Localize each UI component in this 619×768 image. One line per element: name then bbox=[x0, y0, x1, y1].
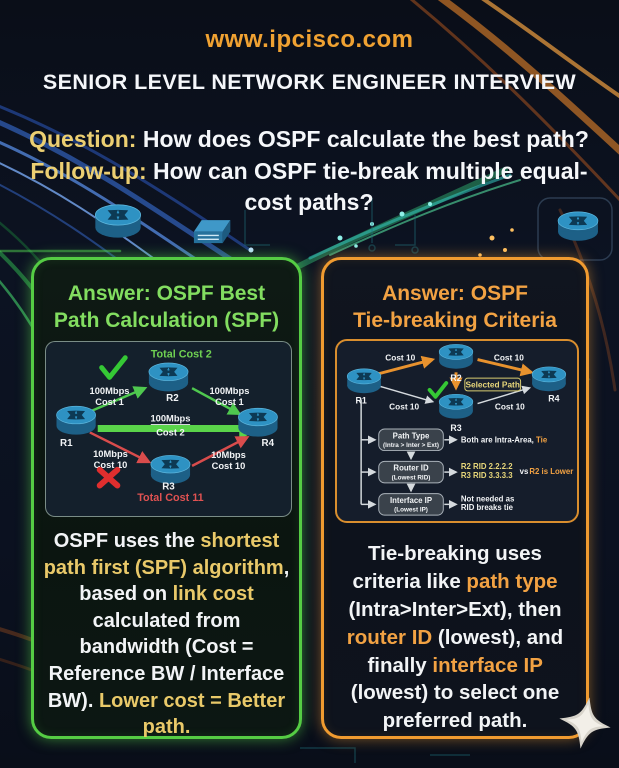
link-labels: 100Mbps Cost 1 100Mbps Cost 1 100Mbps 10… bbox=[90, 386, 250, 471]
svg-text:(Lowest RID): (Lowest RID) bbox=[392, 474, 431, 481]
svg-text:Selected Path: Selected Path bbox=[465, 379, 519, 389]
text-segment: shortest path first (SPF) algorithm bbox=[43, 530, 284, 579]
svg-text:(Lowest IP): (Lowest IP) bbox=[394, 507, 428, 514]
total-cost-11-label: Total Cost 11 bbox=[137, 492, 203, 504]
panel-best-path: Answer: OSPF Best Path Calculation (SPF)… bbox=[31, 257, 302, 739]
fiber-streaks-center bbox=[292, 167, 521, 271]
followup-text: How can OSPF tie-break multiple equal-co… bbox=[146, 157, 588, 216]
red-links bbox=[89, 431, 250, 467]
check-icon bbox=[99, 355, 128, 380]
followup-label: Follow-up: bbox=[30, 157, 147, 184]
svg-text:100Mbps: 100Mbps bbox=[90, 386, 130, 396]
question-text: How does OSPF calculate the best path? bbox=[136, 126, 589, 152]
check-icon bbox=[427, 381, 449, 399]
page-title: SENIOR LEVEL NETWORK ENGINEER INTERVIEW bbox=[42, 70, 577, 94]
svg-text:10Mbps: 10Mbps bbox=[211, 450, 246, 460]
text-segment: Lower cost = Better path. bbox=[98, 689, 286, 739]
x-icon bbox=[96, 466, 121, 489]
svg-text:100Mbps: 100Mbps bbox=[150, 414, 190, 424]
text-segment: (Intra>Inter>Ext), then bbox=[348, 597, 562, 621]
right-panel-title: Answer: OSPF Tie-breaking Criteria bbox=[324, 280, 586, 335]
svg-text:R2: R2 bbox=[450, 373, 461, 383]
router-icon-r2 bbox=[439, 344, 473, 368]
svg-text:RID breaks tie: RID breaks tie bbox=[461, 503, 514, 512]
svg-text:Cost 1: Cost 1 bbox=[215, 397, 244, 407]
criteria-flow-lines bbox=[360, 399, 458, 509]
spf-diagram: Total Cost 2 bbox=[45, 341, 292, 517]
svg-text:R4: R4 bbox=[261, 438, 274, 449]
alternate-path-links bbox=[378, 385, 532, 405]
svg-text:Cost 10: Cost 10 bbox=[494, 353, 524, 363]
svg-text:R1: R1 bbox=[60, 438, 73, 449]
right-title-line1: Answer: OSPF bbox=[382, 282, 528, 305]
text-segment: (lowest), and finally bbox=[367, 625, 564, 677]
svg-text:Router ID: Router ID bbox=[393, 464, 429, 473]
svg-text:Both are Intra-Area, Tie: Both are Intra-Area, Tie bbox=[461, 436, 548, 445]
criteria-notes: Both are Intra-Area, Tie R2 RID 2.2.2.2 … bbox=[461, 436, 573, 513]
svg-text:R4: R4 bbox=[548, 394, 559, 404]
sparkle-icon bbox=[559, 697, 611, 749]
router-labels: R1 R2 R3 R4 bbox=[60, 393, 275, 492]
router-icon-r4 bbox=[238, 408, 277, 436]
left-answer-text: OSPF uses the shortest path first (SPF) … bbox=[42, 528, 291, 741]
svg-text:R3: R3 bbox=[450, 423, 461, 433]
selected-path-links bbox=[376, 355, 534, 391]
svg-text:Cost 10: Cost 10 bbox=[389, 401, 419, 411]
svg-text:R2 is Lower: R2 is Lower bbox=[529, 467, 573, 476]
router-icon-r3 bbox=[439, 394, 473, 418]
panel-tie-breaking: Answer: OSPF Tie-breaking Criteria bbox=[321, 257, 589, 739]
svg-text:R2: R2 bbox=[166, 393, 179, 404]
right-title-line2: Tie-breaking Criteria bbox=[353, 309, 557, 333]
left-panel-title: Answer: OSPF Best Path Calculation (SPF) bbox=[34, 280, 299, 335]
text-segment: path type bbox=[466, 569, 558, 593]
total-cost-2-label: Total Cost 2 bbox=[151, 349, 212, 361]
svg-text:Not needed as: Not needed as bbox=[461, 494, 515, 503]
question-label: Question: bbox=[29, 126, 137, 152]
site-url: www.ipcisco.com bbox=[205, 26, 414, 53]
tie-breaking-diagram: R1 R2 R3 R4 Cost 10 Cost 10 Cost 10 Cost… bbox=[335, 339, 579, 523]
right-answer-text: Tie-breaking uses criteria like path typ… bbox=[332, 540, 578, 735]
router-icon-r1 bbox=[56, 406, 95, 434]
router-icon-r3 bbox=[151, 455, 190, 483]
text-segment: , based on bbox=[79, 556, 290, 606]
text-segment: OSPF uses the bbox=[53, 530, 201, 552]
svg-text:Interface IP: Interface IP bbox=[390, 496, 432, 505]
router-icon-r4 bbox=[532, 367, 566, 391]
svg-text:vs: vs bbox=[520, 467, 529, 476]
svg-text:100Mbps: 100Mbps bbox=[209, 386, 249, 396]
svg-text:10Mbps: 10Mbps bbox=[93, 449, 128, 459]
green-links bbox=[91, 386, 242, 416]
left-title-line2: Path Calculation (SPF) bbox=[53, 309, 280, 333]
fiber-dots-teal bbox=[337, 202, 432, 248]
svg-text:Cost 10: Cost 10 bbox=[94, 460, 128, 470]
text-segment: link cost bbox=[172, 583, 254, 606]
cost-labels: Cost 10 Cost 10 Cost 10 Cost 10 bbox=[385, 353, 525, 412]
left-title-line1: Answer: OSPF Best bbox=[67, 282, 266, 305]
svg-text:Cost 10: Cost 10 bbox=[212, 461, 246, 471]
text-segment: (lowest) to select one preferred path. bbox=[350, 681, 560, 733]
selected-path-chip: Selected Path bbox=[464, 377, 522, 392]
svg-text:Cost 1: Cost 1 bbox=[95, 397, 124, 407]
svg-text:Cost 10: Cost 10 bbox=[385, 353, 415, 363]
text-segment: calculated from bandwidth (Cost = Refere… bbox=[47, 609, 285, 712]
router-icon-r2 bbox=[149, 363, 188, 391]
criteria-boxes: Path Type (Intra > Inter > Ext) Router I… bbox=[378, 428, 444, 516]
text-segment: Tie-breaking uses criteria like bbox=[352, 542, 542, 593]
text-segment: router ID bbox=[346, 625, 433, 649]
svg-text:(Intra > Inter > Ext): (Intra > Inter > Ext) bbox=[383, 442, 439, 449]
svg-text:R2 RID 2.2.2.2: R2 RID 2.2.2.2 bbox=[461, 462, 513, 471]
router-icon-r1 bbox=[347, 369, 381, 393]
svg-text:Cost 10: Cost 10 bbox=[495, 401, 525, 411]
question-block: Question: How does OSPF calculate the be… bbox=[29, 124, 589, 219]
text-segment: interface IP bbox=[432, 653, 543, 677]
cost2-label: Cost 2 bbox=[156, 427, 185, 437]
svg-text:R3: R3 bbox=[162, 481, 175, 492]
svg-text:R3 RID 3.3.3.3: R3 RID 3.3.3.3 bbox=[461, 471, 513, 480]
svg-text:Path Type: Path Type bbox=[393, 431, 430, 440]
